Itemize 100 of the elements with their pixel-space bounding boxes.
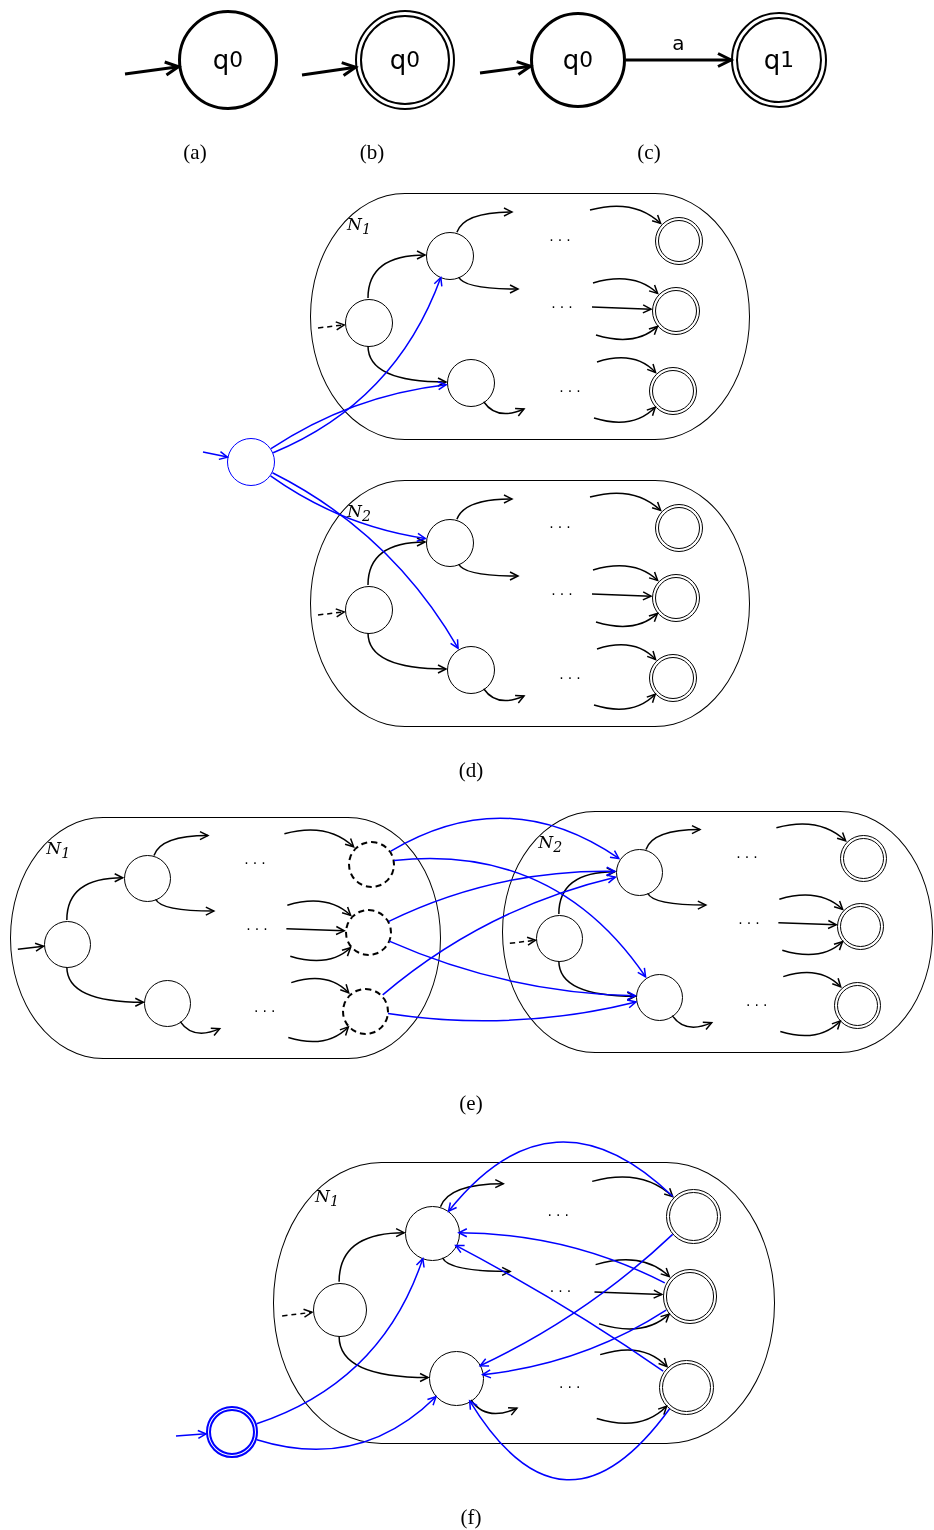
transition-arrow <box>153 831 209 857</box>
automaton-name: N$_{1}$ <box>347 216 371 237</box>
transition-arrow <box>367 537 426 586</box>
transition-arrow <box>286 900 352 917</box>
subfigure-caption: (a) <box>183 141 207 163</box>
transition-arrow <box>457 563 519 581</box>
transition-arrow <box>778 894 844 911</box>
ellipsis: ... <box>549 516 575 530</box>
subfigure-caption: (d) <box>458 759 484 781</box>
ellipsis: ... <box>244 852 270 867</box>
transition-arrow <box>596 1405 668 1424</box>
transition-arrow <box>202 450 229 461</box>
transition-arrow <box>591 1176 674 1198</box>
transition-arrow <box>283 829 355 848</box>
transition-arrow <box>593 1289 663 1299</box>
dashed-state-circle <box>348 840 396 888</box>
transition-arrow <box>270 381 447 450</box>
transition-arrow <box>599 1349 668 1368</box>
transition-arrow <box>175 1429 207 1440</box>
transition-arrow <box>593 406 656 423</box>
subfigure-caption: (b) <box>359 141 385 163</box>
automaton-box <box>310 480 750 727</box>
automaton-name: N$_{2}$ <box>538 833 563 855</box>
transition-arrow <box>470 1399 518 1416</box>
transition-arrow <box>456 207 513 234</box>
transition-arrow <box>457 276 519 294</box>
transition-arrow <box>482 688 525 704</box>
ellipsis: ... <box>254 1000 280 1015</box>
transition-arrow <box>558 867 616 915</box>
subfigure-caption: (c) <box>637 141 661 163</box>
transition-arrow <box>66 873 124 921</box>
ellipsis: ... <box>559 380 585 394</box>
transition-arrow <box>479 60 532 76</box>
automaton-box <box>273 1162 775 1444</box>
transition-arrow <box>598 1313 670 1330</box>
ellipsis: ... <box>547 1204 573 1218</box>
transition-arrow <box>481 1309 667 1379</box>
ellipsis: ... <box>549 1280 576 1295</box>
transition-arrow <box>454 1244 664 1372</box>
ellipsis: ... <box>738 911 764 926</box>
transition-arrow <box>281 1308 313 1318</box>
transition-arrow <box>66 966 145 1007</box>
transition-arrow <box>124 60 180 77</box>
automaton-name: N$_{1}$ <box>46 839 71 861</box>
transition-arrow <box>596 644 657 661</box>
transition-arrow <box>626 52 733 68</box>
subfigure-caption: (e) <box>459 1092 483 1114</box>
automaton-name: N$_{2}$ <box>347 503 371 524</box>
transition-arrow <box>17 942 45 952</box>
transition-arrow <box>775 823 847 842</box>
transition-arrow <box>591 304 652 314</box>
transition-arrow <box>468 1400 671 1481</box>
transition-arrow <box>393 857 647 978</box>
transition-arrow <box>782 971 842 988</box>
transition-arrow <box>589 205 662 225</box>
transition-arrow <box>594 1259 671 1278</box>
transition-arrow <box>595 325 659 341</box>
transition-arrow <box>390 817 620 860</box>
transition-arrow <box>338 1335 429 1383</box>
transition-arrow <box>256 1395 437 1450</box>
transition-arrow <box>592 565 659 582</box>
transition-arrow <box>591 591 652 601</box>
ellipsis: ... <box>551 583 577 597</box>
transition-arrow <box>285 925 345 936</box>
transition-arrow <box>367 345 447 387</box>
transition-arrow <box>301 61 357 77</box>
transition-arrow <box>317 321 345 331</box>
transition-arrow <box>781 941 844 956</box>
transition-arrow <box>447 1141 674 1213</box>
transition-arrow <box>387 999 637 1022</box>
transition-arrow <box>645 825 701 851</box>
transition-arrow <box>509 936 537 946</box>
ellipsis: ... <box>551 296 577 310</box>
transition-arrow <box>255 1257 425 1425</box>
transition-arrow <box>338 1228 405 1283</box>
transition-arrow <box>289 947 352 962</box>
transition-arrow <box>439 1179 505 1208</box>
transition-arrow <box>646 892 707 910</box>
ellipsis: ... <box>549 229 575 243</box>
transition-arrow <box>458 1228 666 1284</box>
transition-arrow <box>456 494 513 521</box>
dashed-state-circle <box>345 909 393 957</box>
transition-arrow <box>317 608 345 618</box>
transition-arrow <box>287 1026 350 1043</box>
automaton-box <box>310 193 750 440</box>
accept-state-circle <box>206 1406 258 1458</box>
ellipsis: ... <box>559 667 585 681</box>
ellipsis: ... <box>559 1376 585 1391</box>
dashed-state-circle <box>342 987 390 1035</box>
transition-arrow <box>367 632 447 674</box>
transition-arrow <box>777 919 837 930</box>
transition-arrow <box>596 357 657 374</box>
ellipsis: ... <box>246 917 272 932</box>
transition-arrow <box>367 250 426 299</box>
transition-arrow <box>388 866 616 923</box>
ellipsis: ... <box>746 994 772 1009</box>
transition-arrow <box>479 1233 674 1367</box>
transition-arrow <box>272 276 443 454</box>
transition-arrow <box>290 977 350 994</box>
transition-arrow <box>381 874 617 996</box>
